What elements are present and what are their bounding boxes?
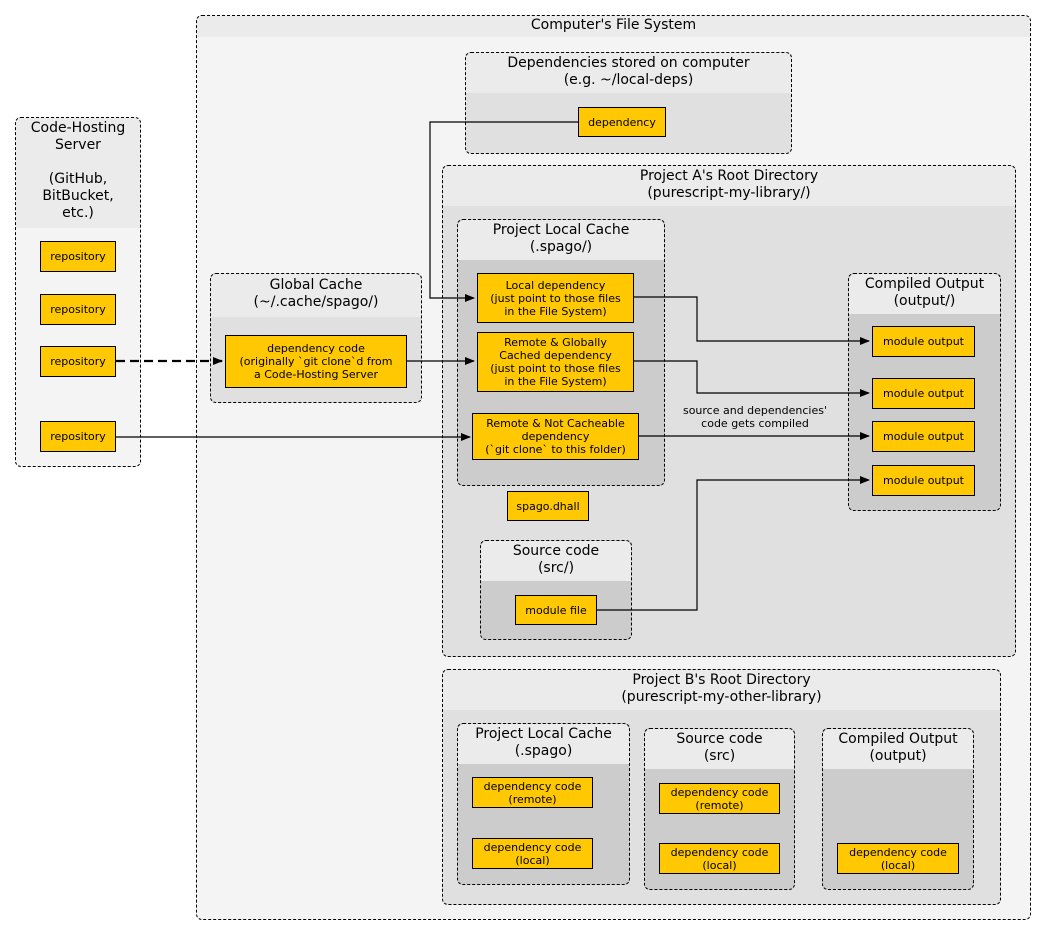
- repository-node-4[interactable]: repository: [40, 421, 116, 452]
- project-b-src-local-node[interactable]: dependency code (local): [659, 843, 780, 874]
- project-a-source-title: Source code (src/): [481, 541, 631, 581]
- remote-global-dependency-node[interactable]: Remote & Globally Cached dependency (jus…: [477, 332, 634, 392]
- module-file-node[interactable]: module file: [515, 595, 597, 625]
- project-a-source-cluster: Source code (src/): [480, 540, 632, 640]
- project-b-title: Project B's Root Directory (purescript-m…: [443, 670, 1000, 710]
- project-b-source-title: Source code (src): [645, 729, 794, 769]
- repository-node-3[interactable]: repository: [40, 346, 116, 377]
- project-b-cache-remote-node[interactable]: dependency code (remote): [472, 777, 593, 808]
- code-hosting-server-title: Code-Hosting Server (GitHub, BitBucket, …: [16, 118, 140, 228]
- global-dependency-code-node[interactable]: dependency code (originally `git clone`d…: [225, 335, 407, 388]
- module-output-node-1[interactable]: module output: [872, 326, 975, 357]
- project-a-local-cache-title: Project Local Cache (.spago/): [458, 220, 664, 260]
- module-output-node-3[interactable]: module output: [872, 421, 975, 452]
- local-dependency-node[interactable]: Local dependency (just point to those fi…: [477, 273, 634, 323]
- project-a-compiled-title: Compiled Output (output/): [849, 274, 1000, 314]
- project-b-src-remote-node[interactable]: dependency code (remote): [659, 783, 780, 814]
- project-b-compiled-title: Compiled Output (output): [823, 729, 973, 769]
- module-output-node-2[interactable]: module output: [872, 378, 975, 409]
- repository-node-1[interactable]: repository: [40, 241, 116, 272]
- compile-edge-label: source and dependencies' code gets compi…: [682, 404, 828, 430]
- code-hosting-server-cluster: Code-Hosting Server (GitHub, BitBucket, …: [15, 117, 141, 467]
- file-system-title: Computer's File System: [197, 16, 1030, 37]
- remote-not-cacheable-node[interactable]: Remote & Not Cacheable dependency (`git …: [472, 413, 639, 460]
- deps-stored-title: Dependencies stored on computer (e.g. ~/…: [466, 53, 791, 93]
- global-cache-title: Global Cache (~/.cache/spago/): [211, 274, 421, 317]
- spago-dhall-node[interactable]: spago.dhall: [507, 491, 589, 521]
- project-b-local-cache-title: Project Local Cache (.spago): [458, 724, 629, 764]
- project-b-cache-local-node[interactable]: dependency code (local): [472, 838, 593, 869]
- stored-dependency-node[interactable]: dependency: [578, 107, 666, 137]
- project-a-title: Project A's Root Directory (purescript-m…: [443, 166, 1015, 206]
- deps-stored-cluster: Dependencies stored on computer (e.g. ~/…: [465, 52, 792, 154]
- module-output-node-4[interactable]: module output: [872, 465, 975, 496]
- project-b-output-local-node[interactable]: dependency code (local): [837, 843, 959, 874]
- repository-node-2[interactable]: repository: [40, 294, 116, 325]
